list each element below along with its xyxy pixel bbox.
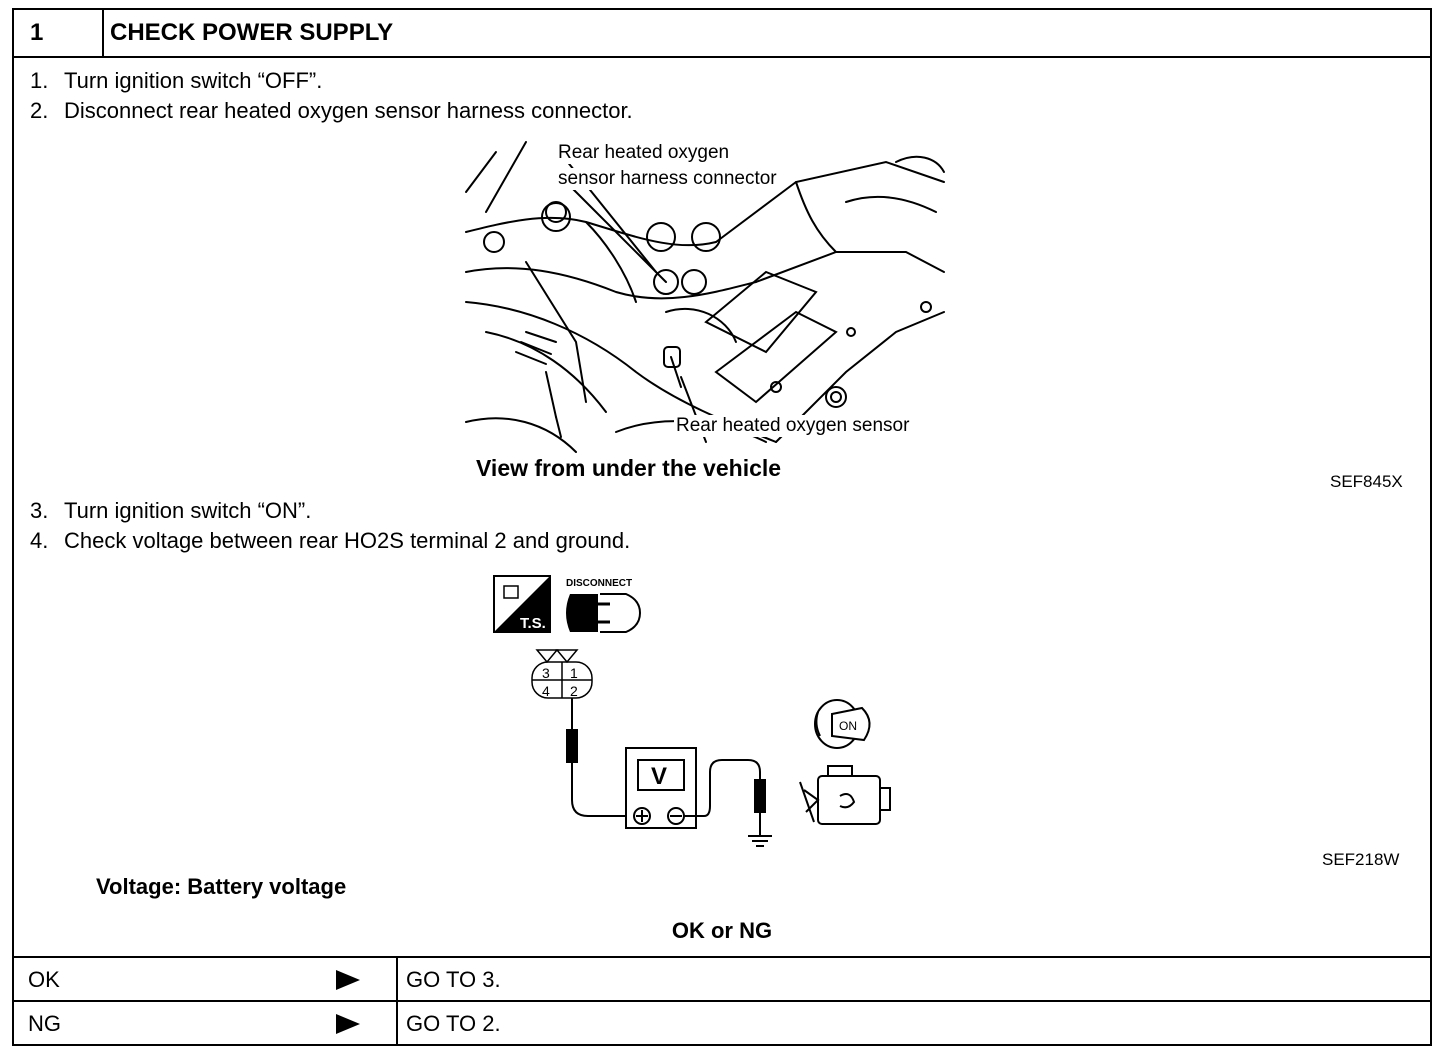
arrow-right-icon: [336, 1014, 360, 1034]
arrow-right-icon: [336, 970, 360, 990]
ts-text: T.S.: [520, 615, 546, 632]
result-ok-action: GO TO 3.: [406, 967, 501, 992]
terminal-4: 4: [542, 683, 550, 699]
terminal-2: 2: [570, 683, 578, 699]
instruction-3: 3.Turn ignition switch “ON”.: [30, 498, 312, 523]
connector-face: [531, 649, 593, 699]
under-vehicle-illustration: [465, 141, 945, 453]
result-row-ok: OK GO TO 3.: [14, 956, 1430, 1002]
result-ng-key: NG: [28, 1011, 61, 1036]
step-number: 1: [14, 10, 104, 56]
procedure-sheet: 1 CHECK POWER SUPPLY 1.Turn ignition swi…: [12, 8, 1432, 1046]
instruction-4: 4.Check voltage between rear HO2S termin…: [30, 528, 631, 553]
voltage-check-diagram: T.S. DISCONNECT 3 1 4 2: [493, 575, 891, 847]
step-title: CHECK POWER SUPPLY: [110, 19, 394, 46]
disconnect-text: DISCONNECT: [566, 578, 632, 589]
engine-icon: [799, 765, 891, 825]
sensor-label: Rear heated oxygen sensor: [674, 415, 912, 437]
terminal-1: 1: [570, 665, 578, 681]
key-on-text: ON: [839, 719, 857, 733]
result-ng-action: GO TO 2.: [406, 1011, 501, 1036]
connector-label-line1: Rear heated oxygen: [556, 142, 732, 164]
step-header: 1 CHECK POWER SUPPLY: [14, 10, 1430, 58]
ts-icon: T.S.: [493, 575, 551, 633]
decision-title: OK or NG: [671, 918, 773, 943]
terminal-3: 3: [542, 665, 550, 681]
voltage-spec: Voltage: Battery voltage: [96, 874, 347, 899]
result-row-ng: NG GO TO 2.: [14, 1000, 1430, 1046]
voltmeter-icon: V: [625, 747, 697, 829]
figure1-caption: View from under the vehicle: [476, 455, 782, 481]
ignition-key-icon: [814, 699, 871, 749]
result-ok-key: OK: [28, 967, 60, 992]
connector-label-line2: sensor harness connector: [556, 168, 779, 190]
figure2-code: SEF218W: [1322, 850, 1400, 869]
disconnect-icon: DISCONNECT: [566, 578, 642, 633]
instruction-2: 2.Disconnect rear heated oxygen sensor h…: [30, 98, 633, 123]
figure1-code: SEF845X: [1330, 472, 1403, 491]
meter-v: V: [651, 763, 667, 790]
instruction-1: 1.Turn ignition switch “OFF”.: [30, 68, 323, 93]
